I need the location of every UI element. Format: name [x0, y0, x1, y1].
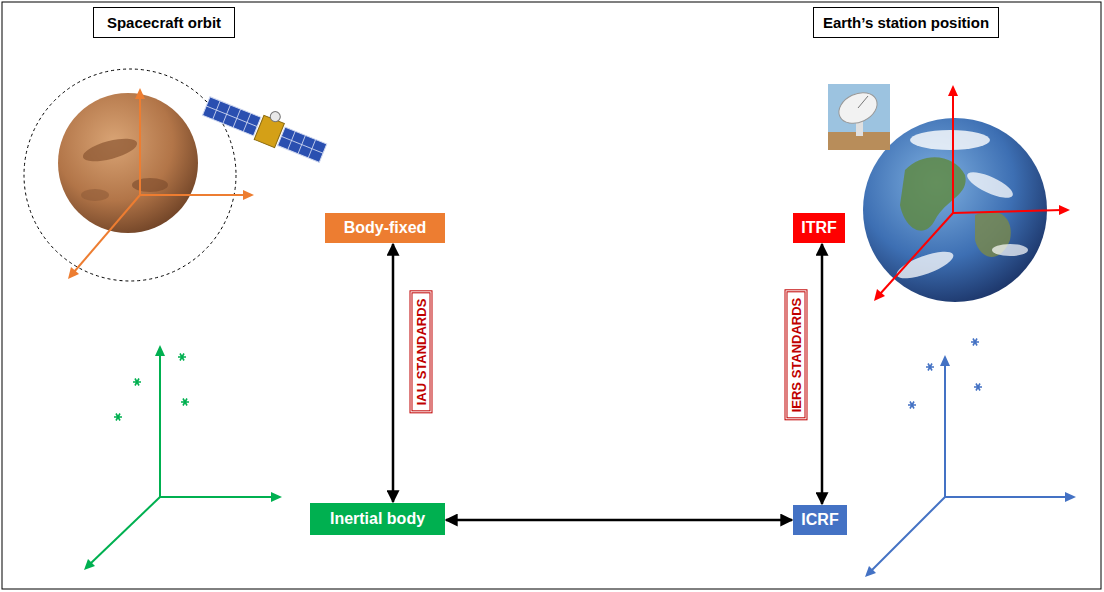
box-label: Inertial body — [330, 510, 425, 528]
transform-arrow — [392, 244, 395, 502]
standards-label: IAU STANDARDS — [410, 291, 433, 414]
mars-planet — [58, 93, 198, 233]
earth-planet — [863, 118, 1047, 302]
frame-box: ICRF — [793, 505, 847, 535]
box-label: ITRF — [801, 219, 837, 237]
box-label: Body-fixed — [344, 219, 427, 237]
transform-arrow — [821, 244, 824, 504]
standards-label: IERS STANDARDS — [785, 290, 808, 421]
transform-arrow — [446, 519, 792, 522]
frame-box: ITRF — [793, 213, 845, 243]
frame-box: Body-fixed — [325, 213, 445, 243]
spacecraft-icon — [201, 87, 331, 166]
box-label: Earth’s station position — [823, 14, 989, 31]
heading-box: Earth’s station position — [813, 7, 999, 38]
star-marks — [908, 339, 982, 409]
inertial-axes — [84, 345, 282, 570]
celestial-axes — [865, 355, 1076, 577]
heading-box: Spacecraft orbit — [93, 7, 235, 38]
star-marks — [114, 354, 189, 421]
box-label: ICRF — [801, 511, 838, 529]
orbit-path — [24, 69, 236, 281]
frame-box: Inertial body — [310, 503, 445, 535]
antenna-photo — [828, 84, 890, 150]
terrestrial-axes — [874, 85, 1070, 301]
box-label: Spacecraft orbit — [107, 14, 221, 31]
